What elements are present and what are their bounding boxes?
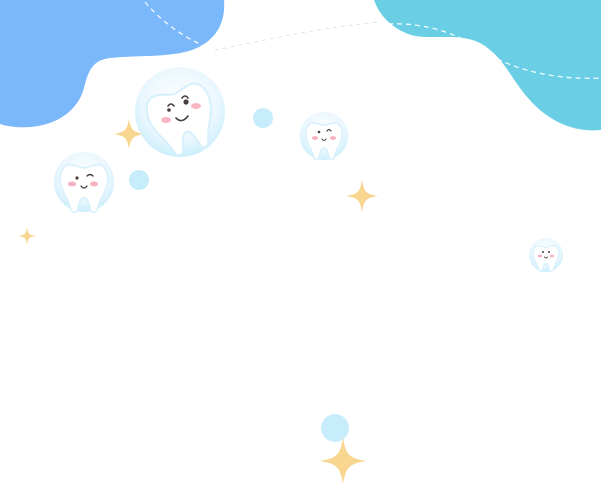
sparkle-icon [18, 227, 36, 245]
right-wave-shape [374, 0, 601, 131]
tooth-character-icon [529, 238, 563, 273]
bubble-decoration [129, 170, 149, 190]
tooth-character-icon [300, 112, 348, 161]
tooth-character-icon [135, 67, 225, 162]
dashed-swoosh-line [144, 1, 601, 79]
tooth-character-icon [54, 152, 114, 214]
bubble-decoration [321, 414, 349, 442]
sparkle-icon [320, 438, 366, 484]
bubble-decoration [253, 108, 273, 128]
sparkle-icon [114, 119, 144, 149]
dashed-line-faint [214, 21, 381, 51]
left-wave-shape [0, 0, 225, 128]
sparkle-icon [346, 180, 378, 212]
